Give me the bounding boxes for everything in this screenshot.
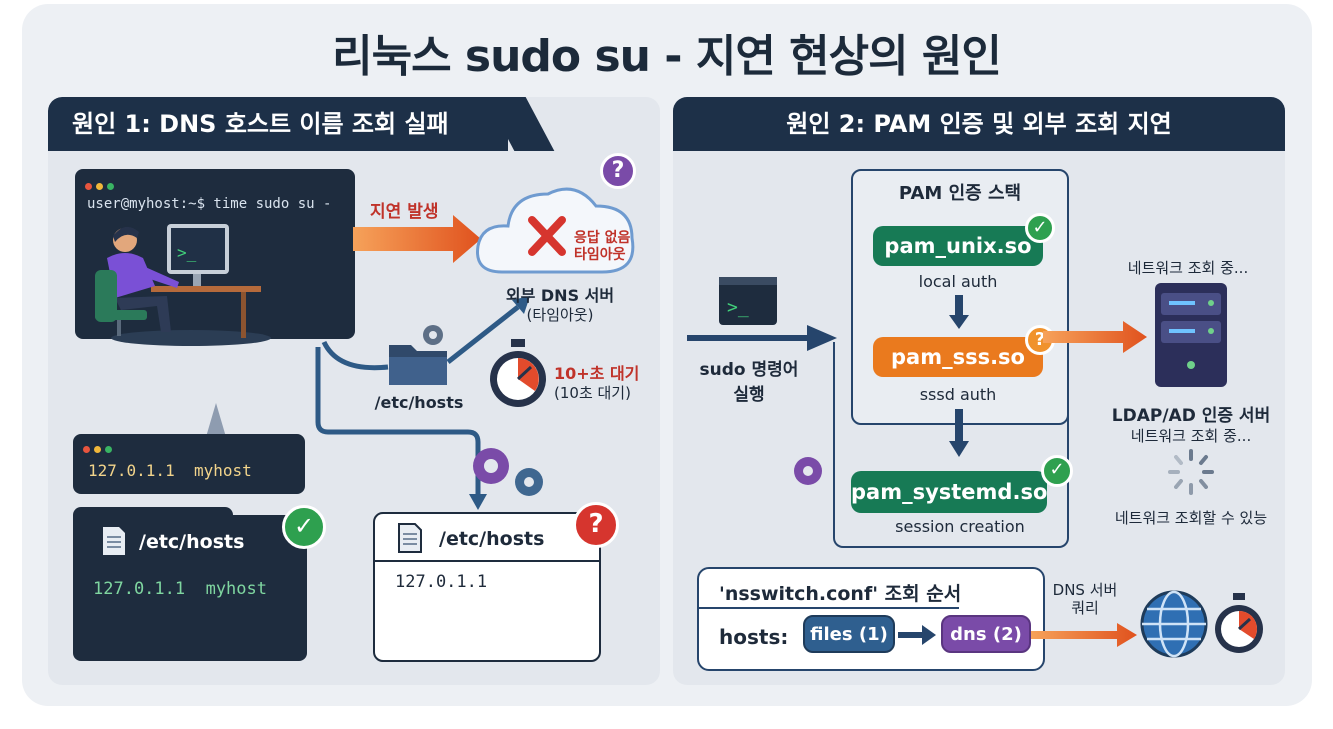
hosts-file-label: /etc/hosts [374,393,464,412]
delay-label: 지연 발생 [370,202,439,222]
terminal-command: user@myhost:~$ time sudo su - [87,196,332,212]
cause-1-panel: 원인 1: DNS 호스트 이름 조회 실패 user@myhost:~$ ti… [48,97,660,685]
svg-text:>_: >_ [727,297,749,318]
cause-2-heading: 원인 2: PAM 인증 및 외부 조회 지연 [673,97,1285,151]
terminal-icon: >_ [719,277,777,325]
svg-text:>_: >_ [177,243,197,262]
ldap-server-label: LDAP/AD 인증 서버 [1111,406,1271,426]
pam-stack-title: PAM 인증 스택 [898,183,1022,204]
user-at-computer-icon: >_ [95,224,271,346]
hosts-label: hosts: [719,625,789,649]
pam-sss-sub: sssd auth [919,385,997,404]
network-possible-text: 네트워크 조회할 수 있능 [1114,509,1268,527]
down-arrow-1 [949,295,969,329]
timer-label: 10+초 대기 [554,364,640,383]
module-pam-unix: pam_unix.so [873,226,1043,266]
dns-query-label: DNS 서버 쿼리 [1052,581,1118,617]
network-lookup-top: 네트워크 조회 중... [1127,259,1249,277]
ldap-server-sub: 네트워크 조회 중... [1130,427,1252,445]
check-badge: ✓ [282,505,326,549]
stopwatch-icon [1215,593,1263,653]
module-pam-systemd: pam_systemd.so [851,471,1047,513]
main-terminal: user@myhost:~$ time sudo su - >_ [75,169,355,346]
server-icon [1155,283,1227,387]
delay-arrow [353,215,481,263]
file-divider [375,560,599,562]
folder-gear-icon [389,325,447,385]
incomplete-hosts-line: 127.0.1.1 [395,572,488,592]
dns-query-arrow [1031,623,1137,647]
dns-pill: dns (2) [941,615,1031,653]
correct-hosts-line: 127.0.1.1 myhost [93,579,267,599]
dns-cloud-icon [476,187,635,274]
snippet-dots [83,438,116,457]
document-icon [103,527,125,555]
hosts-snippet-terminal: 127.0.1.1 myhost [73,434,305,494]
file-tab [73,507,233,547]
gears-icon [473,448,543,496]
window-dots [85,175,118,194]
stopwatch-icon [490,339,546,407]
session-box-outline [833,342,1069,548]
document-icon [398,523,422,553]
snippet-line: 127.0.1.1 myhost [88,461,252,480]
flow-connectors [315,296,530,510]
cause-1-heading: 원인 1: DNS 호스트 이름 조회 실패 [48,97,508,151]
page-title: 리눅스 sudo su - 지연 현상의 원인 [332,31,1002,82]
timer-sub: (10초 대기) [554,384,631,402]
globe-icon [1140,590,1208,658]
pam-unix-check-icon: ✓ [1025,213,1055,243]
loading-spinner-icon [1168,449,1214,495]
module-pam-sss: pam_sss.so [873,337,1043,377]
correct-hosts-file: /etc/hosts 127.0.1.1 myhost [73,507,307,661]
question-badge: ? [600,153,636,189]
pam-systemd-sub: session creation [895,517,1025,536]
sudo-arrow [687,325,837,351]
dns-server-sub: (타임아웃) [526,306,594,324]
incomplete-hosts-title: /etc/hosts [439,528,545,550]
files-pill: files (1) [803,615,895,653]
cause-2-panel: 원인 2: PAM 인증 및 외부 조회 지연 >_ sudo 명령어 실행 P… [673,97,1285,685]
files-to-dns-arrow [898,625,936,645]
correct-hosts-title: /etc/hosts [139,531,245,553]
nsswitch-divider [699,607,959,609]
ldap-arrow [1043,321,1147,353]
pam-systemd-check-icon: ✓ [1041,455,1073,487]
speech-pointer [206,403,226,437]
small-gear-icon [794,457,822,485]
sudo-command-label: sudo 명령어 실행 [699,360,799,405]
down-arrow-2 [949,409,969,457]
pam-unix-sub: local auth [918,272,998,291]
dns-server-label: 외부 DNS 서버 [505,286,615,305]
nsswitch-title: 'nsswitch.conf' 조회 순서 [719,583,962,605]
cloud-timeout-text: 응답 없음 타임아웃 [574,230,631,263]
incomplete-hosts-file: /etc/hosts 127.0.1.1 [373,512,601,662]
error-badge: ? [573,502,619,548]
